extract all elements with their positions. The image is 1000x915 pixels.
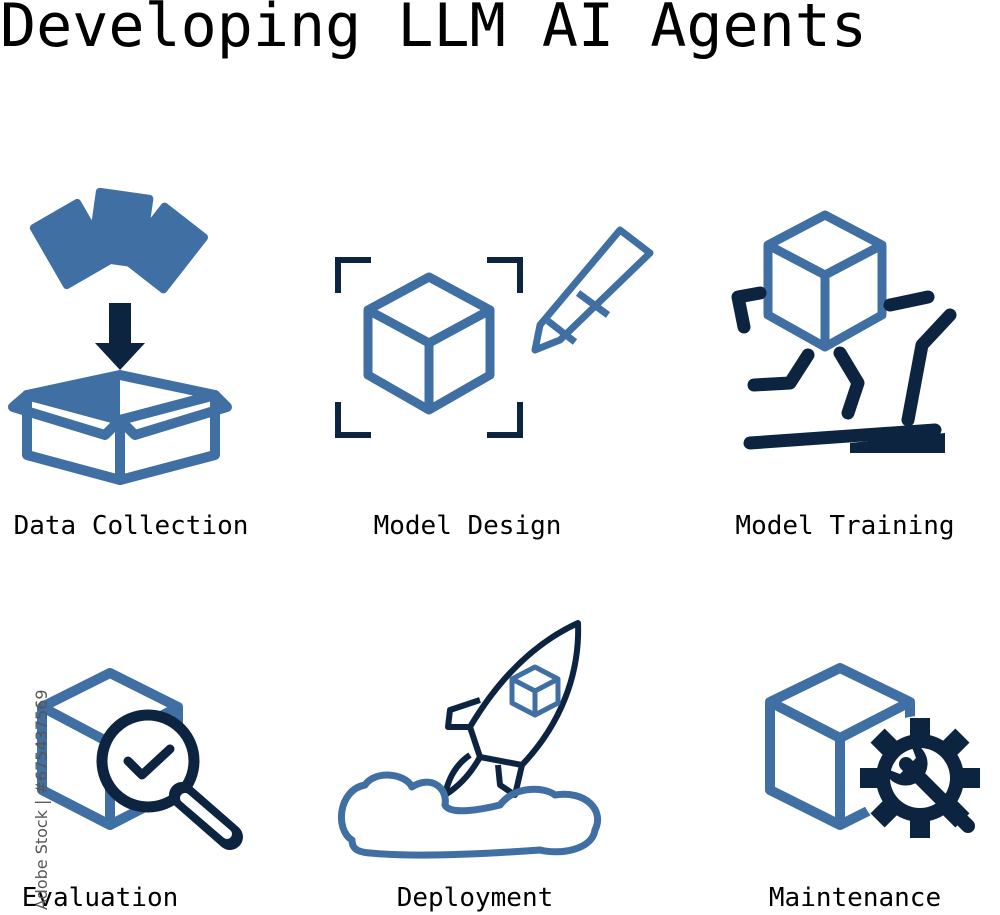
step-label-deployment: Deployment — [396, 883, 554, 913]
cube-on-treadmill-icon — [731, 210, 957, 453]
cube-with-gear-icon — [765, 663, 982, 840]
watermark-text: Adobe Stock | #675437569 — [32, 689, 51, 910]
step-label-model-design: Model Design — [373, 511, 562, 541]
rocket-launch-icon — [337, 620, 602, 859]
step-label-maintenance: Maintenance — [768, 883, 942, 913]
step-label-evaluation: Evaluation — [21, 883, 179, 913]
cube-with-pencil-icon — [335, 226, 654, 438]
stock-watermark: Adobe Stock | #675437569 — [10, 680, 51, 910]
open-box-with-documents-icon — [8, 187, 232, 485]
step-label-model-training: Model Training — [735, 511, 955, 541]
cube-with-magnifier-icon — [37, 668, 243, 850]
step-label-data-collection: Data Collection — [13, 511, 249, 541]
page-title: Developing LLM AI Agents — [0, 0, 867, 61]
